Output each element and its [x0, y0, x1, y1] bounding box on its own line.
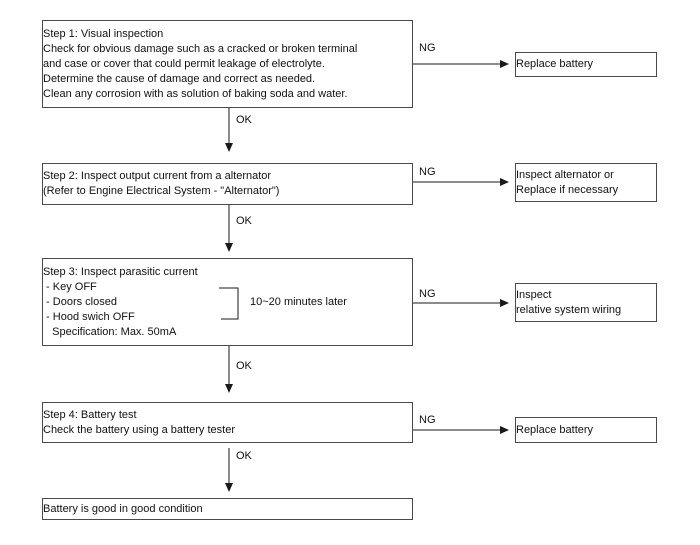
- outcome-line: Inspect: [516, 289, 552, 301]
- step4-battery-test-box: Step 4: Battery test Check the battery u…: [42, 402, 413, 443]
- step3-line: - Doors closed: [43, 296, 117, 308]
- result-line: Battery is good in good condition: [43, 503, 203, 515]
- step1-line: Step 1: Visual inspection: [43, 28, 164, 40]
- wait-time-note: 10~20 minutes later: [250, 296, 347, 308]
- step1-line: and case or cover that could permit leak…: [43, 58, 325, 70]
- step2-line: (Refer to Engine Electrical System - "Al…: [43, 185, 280, 197]
- step2-output-current-box: Step 2: Inspect output current from a al…: [42, 163, 413, 205]
- step1-line: Clean any corrosion with as solution of …: [43, 88, 348, 100]
- ng-label-1: NG: [419, 42, 436, 54]
- step1-visual-inspection-box: Step 1: Visual inspection Check for obvi…: [42, 20, 413, 108]
- step3-line: - Hood swich OFF: [43, 311, 135, 323]
- step1-line: Determine the cause of damage and correc…: [43, 73, 316, 85]
- outcome-inspect-wiring-box: Inspect relative system wiring: [515, 283, 657, 322]
- ok-label-3: OK: [236, 360, 252, 372]
- step3-line: Step 3: Inspect parasitic current: [43, 266, 198, 278]
- step1-line: Check for obvious damage such as a crack…: [43, 43, 358, 55]
- ok-label-1: OK: [236, 114, 252, 126]
- ok-label-4: OK: [236, 450, 252, 462]
- ok-label-2: OK: [236, 215, 252, 227]
- outcome-replace-battery-1-box: Replace battery: [515, 52, 657, 77]
- step3-line: - Key OFF: [43, 281, 97, 293]
- step2-line: Step 2: Inspect output current from a al…: [43, 170, 272, 182]
- ng-label-3: NG: [419, 288, 436, 300]
- step3-line: Specification: Max. 50mA: [43, 326, 177, 338]
- outcome-inspect-alternator-box: Inspect alternator or Replace if necessa…: [515, 163, 657, 202]
- outcome-line: Replace battery: [516, 424, 594, 436]
- outcome-line: Inspect alternator or: [516, 169, 614, 181]
- step4-line: Check the battery using a battery tester: [43, 424, 235, 436]
- step3-parasitic-current-box: Step 3: Inspect parasitic current - Key …: [42, 258, 413, 346]
- ng-label-4: NG: [419, 414, 436, 426]
- step4-line: Step 4: Battery test: [43, 409, 137, 421]
- ng-label-2: NG: [419, 166, 436, 178]
- result-box: Battery is good in good condition: [42, 498, 413, 520]
- outcome-line: Replace if necessary: [516, 184, 619, 196]
- outcome-replace-battery-2-box: Replace battery: [515, 417, 657, 443]
- outcome-line: relative system wiring: [516, 304, 622, 316]
- outcome-line: Replace battery: [516, 58, 594, 70]
